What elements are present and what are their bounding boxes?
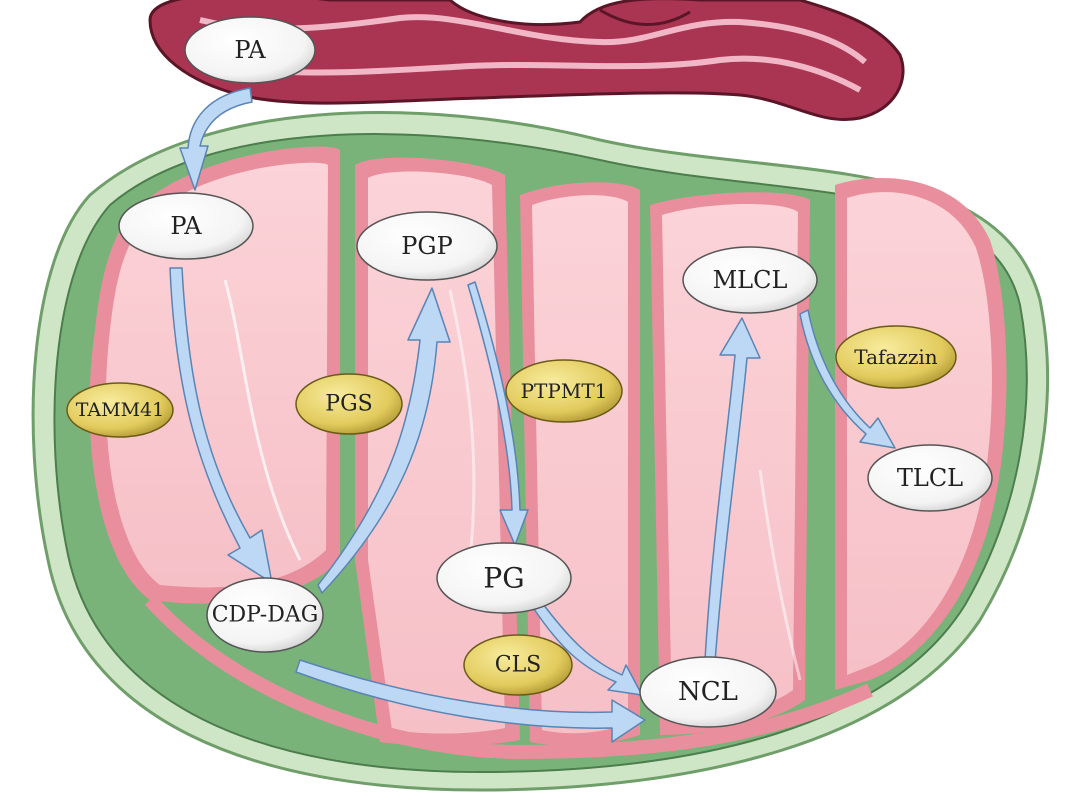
enzyme-ptpmt1-label: PTPMT1: [521, 379, 608, 403]
pathway-arrows: [169, 87, 896, 743]
arrow-ncl-to-mlcl: [704, 317, 761, 663]
node-tlcl-label: TLCL: [897, 464, 963, 492]
enzyme-pgs-label: PGS: [325, 392, 372, 417]
node-mlcl: MLCL: [682, 246, 818, 314]
node-pa-er-label: PA: [234, 36, 266, 64]
node-ncl-label: NCL: [678, 677, 738, 707]
enzyme-tafazzin-label: Tafazzin: [854, 345, 938, 369]
enzyme-ptpmt1: PTPMT1: [505, 359, 623, 423]
node-pg-label: PG: [483, 562, 524, 595]
node-cdp-dag-label: CDP-DAG: [212, 603, 319, 628]
node-ncl: NCL: [639, 656, 777, 728]
arrow-pg-to-ncl: [531, 599, 643, 696]
enzyme-tamm41: TAMM41: [66, 382, 174, 438]
node-pgp: PGP: [356, 211, 498, 281]
endoplasmic-reticulum: [148, 0, 905, 121]
node-pgp-label: PGP: [401, 232, 452, 260]
node-tlcl: TLCL: [867, 444, 993, 512]
enzyme-tamm41-label: TAMM41: [76, 399, 164, 421]
metabolite-nodes: PA PA PGP MLCL TLCL PG CDP-DAG NCL: [118, 16, 993, 728]
node-pa-er: PA: [184, 16, 316, 84]
arrow-cdpdag-to-pgp: [317, 287, 451, 594]
node-pg: PG: [436, 542, 572, 614]
arrow-mlcl-to-tlcl: [799, 309, 896, 449]
enzyme-nodes: TAMM41 PGS PTPMT1 CLS Tafazzin: [66, 325, 957, 696]
arrow-cdpdag-to-ncl: [295, 659, 646, 743]
enzyme-tafazzin: Tafazzin: [835, 325, 957, 389]
arrow-pa-import: [179, 87, 253, 191]
enzyme-cls-label: CLS: [495, 653, 542, 678]
node-pa-mito: PA: [118, 192, 254, 260]
enzyme-cls: CLS: [463, 634, 573, 696]
node-cdp-dag: CDP-DAG: [206, 577, 324, 653]
node-mlcl-label: MLCL: [713, 266, 788, 294]
node-pa-mito-label: PA: [170, 212, 202, 240]
arrow-pgp-to-pg: [467, 281, 529, 546]
enzyme-pgs: PGS: [295, 373, 403, 435]
